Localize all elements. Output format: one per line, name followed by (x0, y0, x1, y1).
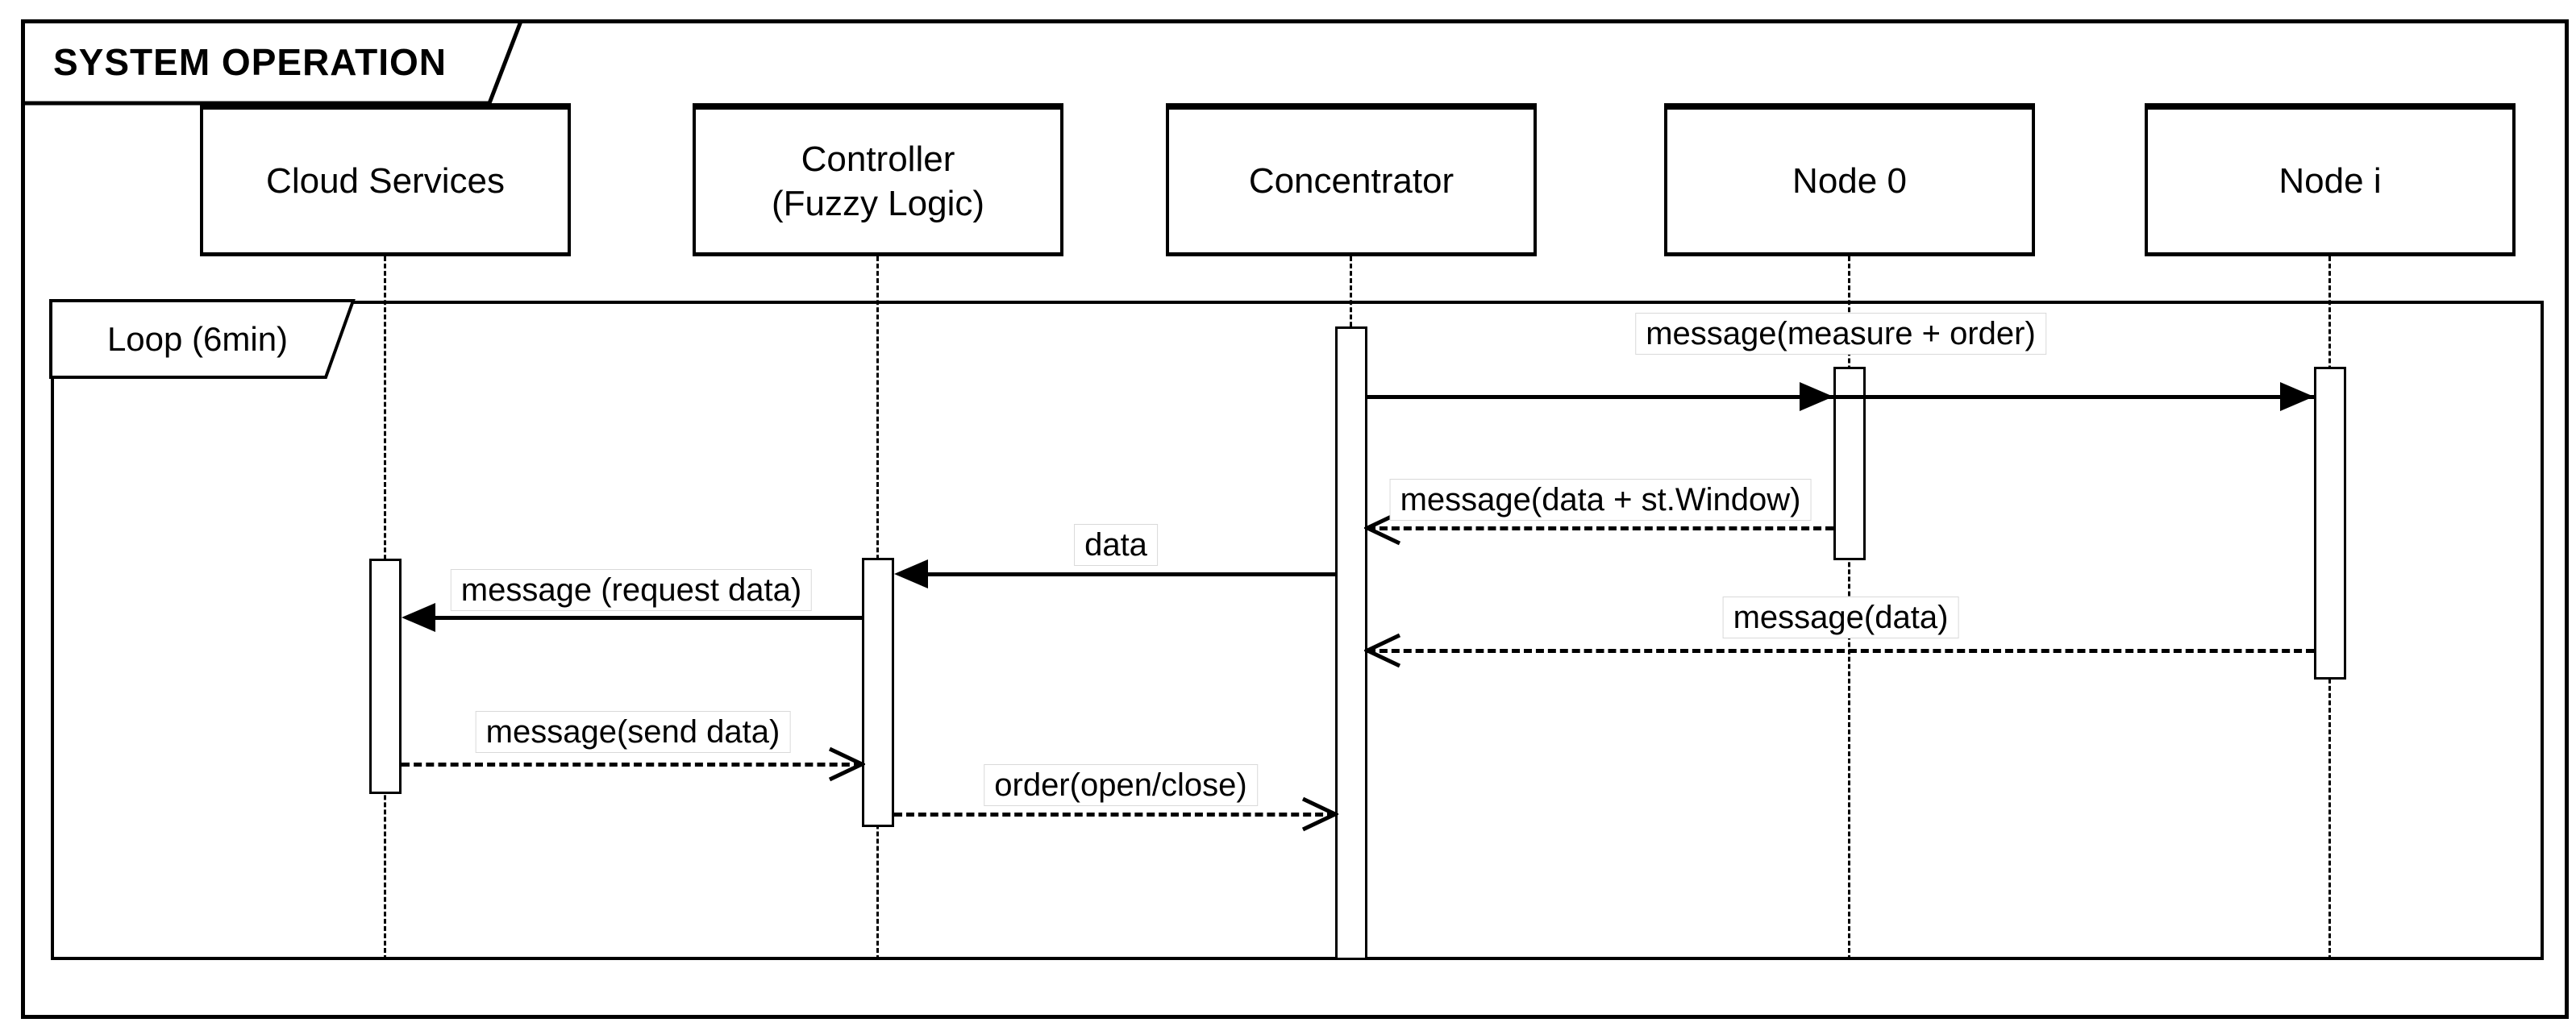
participant-node-0: Node 0 (1664, 103, 2035, 256)
diagram-title: SYSTEM OPERATION (53, 41, 447, 83)
arrowhead-open-left-stwindow-icon (1364, 510, 1401, 546)
loop-fragment-frame (51, 301, 2544, 960)
loop-label: Loop (6min) (106, 319, 289, 358)
participant-controller: Controller (Fuzzy Logic) (693, 103, 1063, 256)
message-data-nodei-line (1367, 649, 2314, 653)
message-request-data-label: message (request data) (450, 569, 813, 611)
activation-cloud-services (369, 559, 402, 794)
arrowhead-open-right-order-icon (1301, 796, 1338, 832)
message-measure-order-label: message(measure + order) (1635, 313, 2046, 355)
arrowhead-open-right-senddata-icon (828, 746, 865, 782)
arrowhead-filled-right-nodei-icon (2280, 382, 2314, 411)
message-order-label: order(open/close) (984, 764, 1258, 806)
message-request-data-line (422, 616, 862, 620)
message-order-line (894, 813, 1335, 817)
participant-concentrator: Concentrator (1166, 103, 1537, 256)
message-send-data-label: message(send data) (475, 711, 791, 753)
arrowhead-open-left-data-icon (1364, 633, 1401, 668)
message-data-stwindow-line (1367, 526, 1833, 530)
participant-cloud-services: Cloud Services (200, 103, 571, 256)
activation-node-0 (1833, 367, 1866, 560)
loop-pentagon (49, 299, 356, 379)
activation-controller (862, 558, 894, 827)
message-data-stwindow-label: message(data + st.Window) (1389, 479, 1812, 521)
message-data-nodei-label: message(data) (1722, 597, 1959, 638)
activation-concentrator (1335, 326, 1367, 960)
arrowhead-filled-left-controller-icon (894, 559, 928, 588)
arrowhead-filled-left-cloud-icon (402, 603, 435, 632)
diagram-frame (21, 19, 2569, 1019)
message-send-data-line (402, 763, 862, 767)
participant-node-i: Node i (2145, 103, 2516, 256)
message-data-label: data (1074, 524, 1158, 566)
arrowhead-filled-right-node0-icon (1800, 382, 1833, 411)
message-data-line (915, 572, 1335, 576)
activation-node-i (2314, 367, 2346, 680)
message-measure-order-line (1367, 395, 2314, 399)
